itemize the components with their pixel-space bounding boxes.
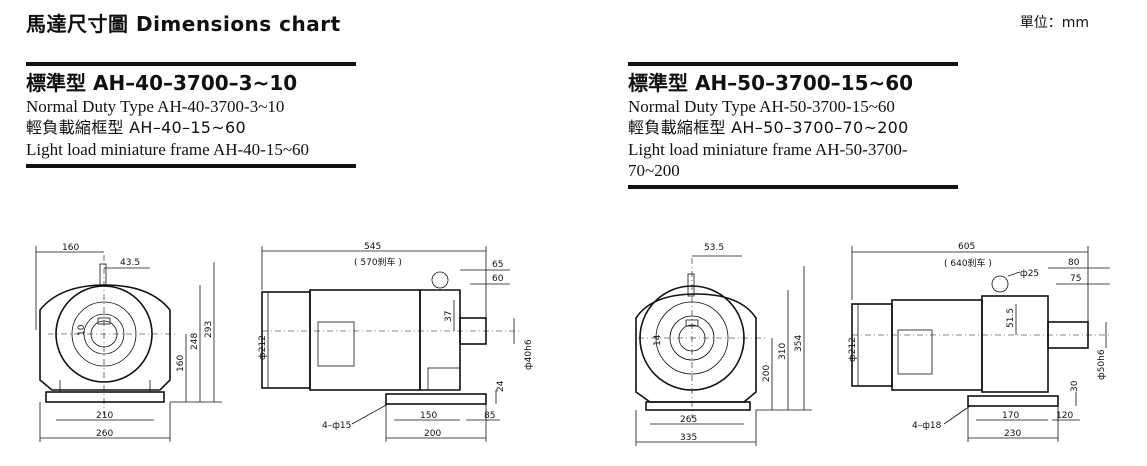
left-front-dim-10: 10 (77, 324, 87, 336)
unit-label: 單位：mm (1019, 15, 1089, 31)
left-side-dim-212: ф212 (258, 335, 268, 360)
right-side-dim-50h6: ф50h6 (1097, 349, 1107, 380)
right-front-dim-53-5: 53.5 (704, 243, 724, 253)
left-front-dim-160h: 160 (176, 355, 186, 372)
right-spec-block: 標準型 AH–50–3700–15~60 Normal Duty Type AH… (628, 62, 958, 189)
left-heading: 標準型 AH–40–3700–3~10 (26, 71, 298, 95)
left-side-dim-37: 37 (444, 311, 454, 322)
left-spec-block: 標準型 AH–40–3700–3~10 Normal Duty Type AH-… (26, 62, 356, 168)
right-front-dim-354: 354 (794, 335, 804, 352)
top-rule (628, 62, 958, 66)
right-side-dim-75: 75 (1070, 274, 1081, 284)
left-front-view: 160 43.5 10 160 248 293 210 260 (35, 243, 222, 442)
left-side-dim-65: 65 (492, 260, 503, 270)
left-side-dim-hole: 4–ф15 (322, 421, 351, 431)
right-side-dim-170: 170 (1002, 411, 1019, 421)
right-side-dim-30: 30 (1070, 380, 1080, 392)
right-side-dim-80: 80 (1068, 258, 1080, 268)
right-line1: Normal Duty Type AH-50-3700-15~60 (628, 97, 895, 116)
right-side-dim-120: 120 (1056, 411, 1073, 421)
left-side-dim-200: 200 (424, 429, 441, 439)
left-side-dim-60: 60 (492, 274, 504, 284)
left-side-view: 545 ( 570刹车 ) 65 60 37 ф212 ф40h6 24 4–ф… (258, 242, 534, 442)
right-front-dim-200: 200 (762, 365, 772, 382)
bottom-rule (26, 164, 356, 168)
left-line2: 輕負載縮框型 AH–40–15~60 (26, 118, 246, 137)
left-side-dim-545: 545 (364, 242, 381, 252)
left-front-dim-210: 210 (96, 411, 113, 421)
right-side-view: 605 ( 640刹车 ) ф25 80 75 51.5 ф212 ф50h6 … (848, 242, 1110, 442)
left-line3: Light load miniature frame AH-40-15~60 (26, 140, 310, 159)
left-front-dim-43-5: 43.5 (120, 258, 140, 268)
left-front-dim-260: 260 (96, 429, 113, 439)
right-side-dim-212: ф212 (848, 337, 858, 362)
left-front-dim-293: 293 (204, 321, 214, 338)
right-front-dim-14: 14 (653, 334, 663, 346)
left-side-dim-85: 85 (484, 411, 495, 421)
right-side-dim-230: 230 (1004, 429, 1021, 439)
right-side-dim-640: ( 640刹车 ) (944, 257, 992, 269)
right-front-dim-310: 310 (778, 343, 788, 360)
right-front-view: 53.5 14 200 310 354 265 335 (635, 243, 812, 446)
left-side-dim-570: ( 570刹车 ) (354, 256, 402, 268)
right-side-dim-25: ф25 (1020, 269, 1039, 279)
right-side-dim-51-5: 51.5 (1006, 308, 1016, 328)
right-front-dim-335: 335 (680, 433, 697, 443)
right-heading: 標準型 AH–50–3700–15~60 (628, 71, 914, 95)
right-front-dim-265: 265 (680, 415, 697, 425)
page-title: 馬達尺寸圖 Dimensions chart (26, 12, 341, 36)
left-front-dim-248: 248 (190, 333, 200, 350)
bottom-rule (628, 185, 958, 189)
left-side-dim-24: 24 (496, 380, 506, 392)
left-line1: Normal Duty Type AH-40-3700-3~10 (26, 97, 285, 116)
left-front-dim-160: 160 (62, 243, 79, 253)
right-side-dim-605: 605 (958, 242, 975, 252)
right-line3: Light load miniature frame AH-50-3700-70… (628, 140, 908, 180)
left-side-dim-150: 150 (420, 411, 437, 421)
right-line2: 輕負載縮框型 AH–50–3700–70~200 (628, 118, 909, 137)
left-side-dim-40h6: ф40h6 (524, 339, 534, 370)
right-side-dim-hole: 4–ф18 (912, 421, 942, 431)
top-rule (26, 62, 356, 66)
